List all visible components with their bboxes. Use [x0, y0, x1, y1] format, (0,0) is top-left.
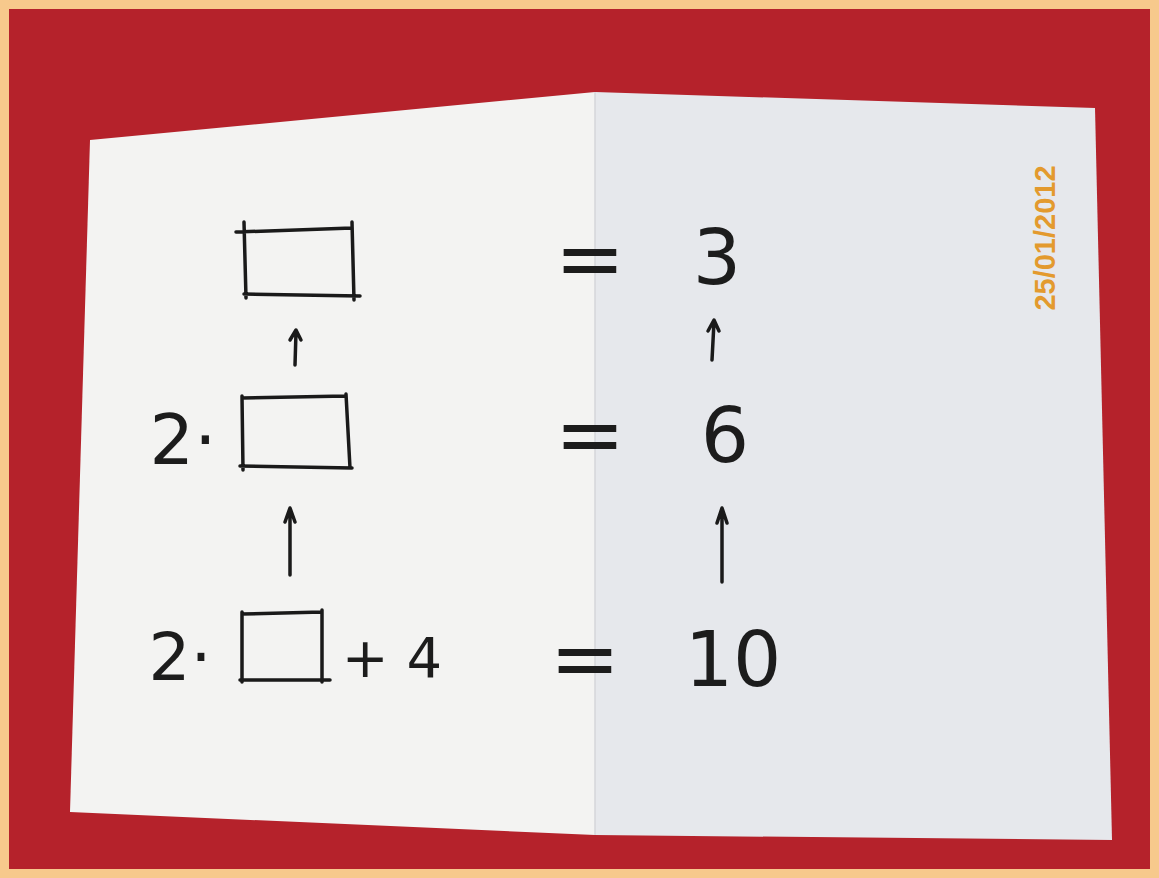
equation-term: 6 — [701, 398, 749, 474]
up-arrow — [285, 508, 295, 575]
empty-box — [236, 222, 360, 300]
equation-term: = — [550, 616, 620, 700]
paper-left-half — [70, 92, 595, 835]
equation-term: 2· — [150, 405, 217, 475]
equation-term: 3 — [693, 220, 741, 296]
up-arrow — [290, 330, 301, 365]
date-stamp: 25/01/2012 — [1031, 165, 1060, 310]
equation-term: 10 — [685, 622, 782, 698]
paper-right-half — [595, 92, 1112, 840]
equation-term: + 4 — [342, 630, 442, 686]
empty-box — [240, 610, 330, 682]
red-ground — [9, 9, 1150, 869]
up-arrow — [708, 320, 719, 360]
empty-box — [240, 394, 352, 470]
equation-term: = — [555, 392, 625, 476]
up-arrow — [717, 508, 727, 582]
equation-term: 2· — [149, 625, 212, 691]
equation-term: = — [555, 216, 625, 300]
